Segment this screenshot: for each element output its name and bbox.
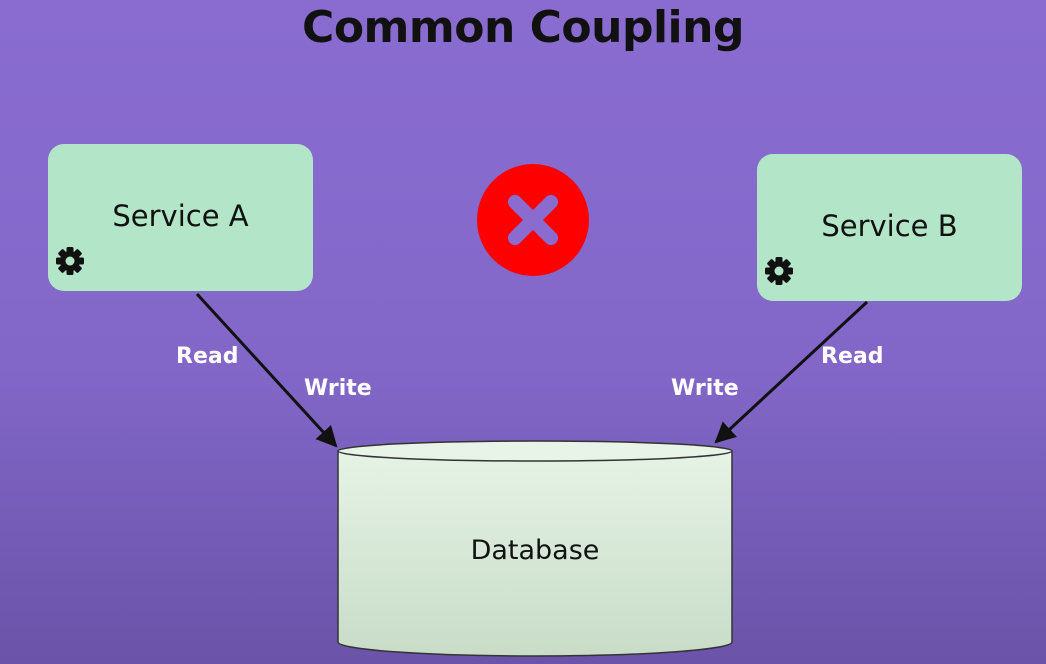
edge-service-b-to-database xyxy=(714,300,869,444)
service-b-node: Service B xyxy=(757,154,1022,301)
edge-label-write-a: Write xyxy=(304,376,372,401)
service-b-label: Service B xyxy=(821,209,958,243)
edge-label-read-b: Read xyxy=(821,344,884,369)
edge-label-read-a: Read xyxy=(176,344,239,369)
gear-icon xyxy=(56,247,84,275)
diagram-title: Common Coupling xyxy=(302,2,744,53)
database-label: Database xyxy=(470,535,600,566)
edge-label-write-b: Write xyxy=(671,376,739,401)
service-a-label: Service A xyxy=(112,199,249,233)
edge-service-a-to-database xyxy=(195,292,338,448)
gear-icon xyxy=(765,257,793,285)
x-circle-icon xyxy=(477,164,589,276)
service-a-node: Service A xyxy=(48,144,313,291)
database-cylinder xyxy=(337,440,733,657)
